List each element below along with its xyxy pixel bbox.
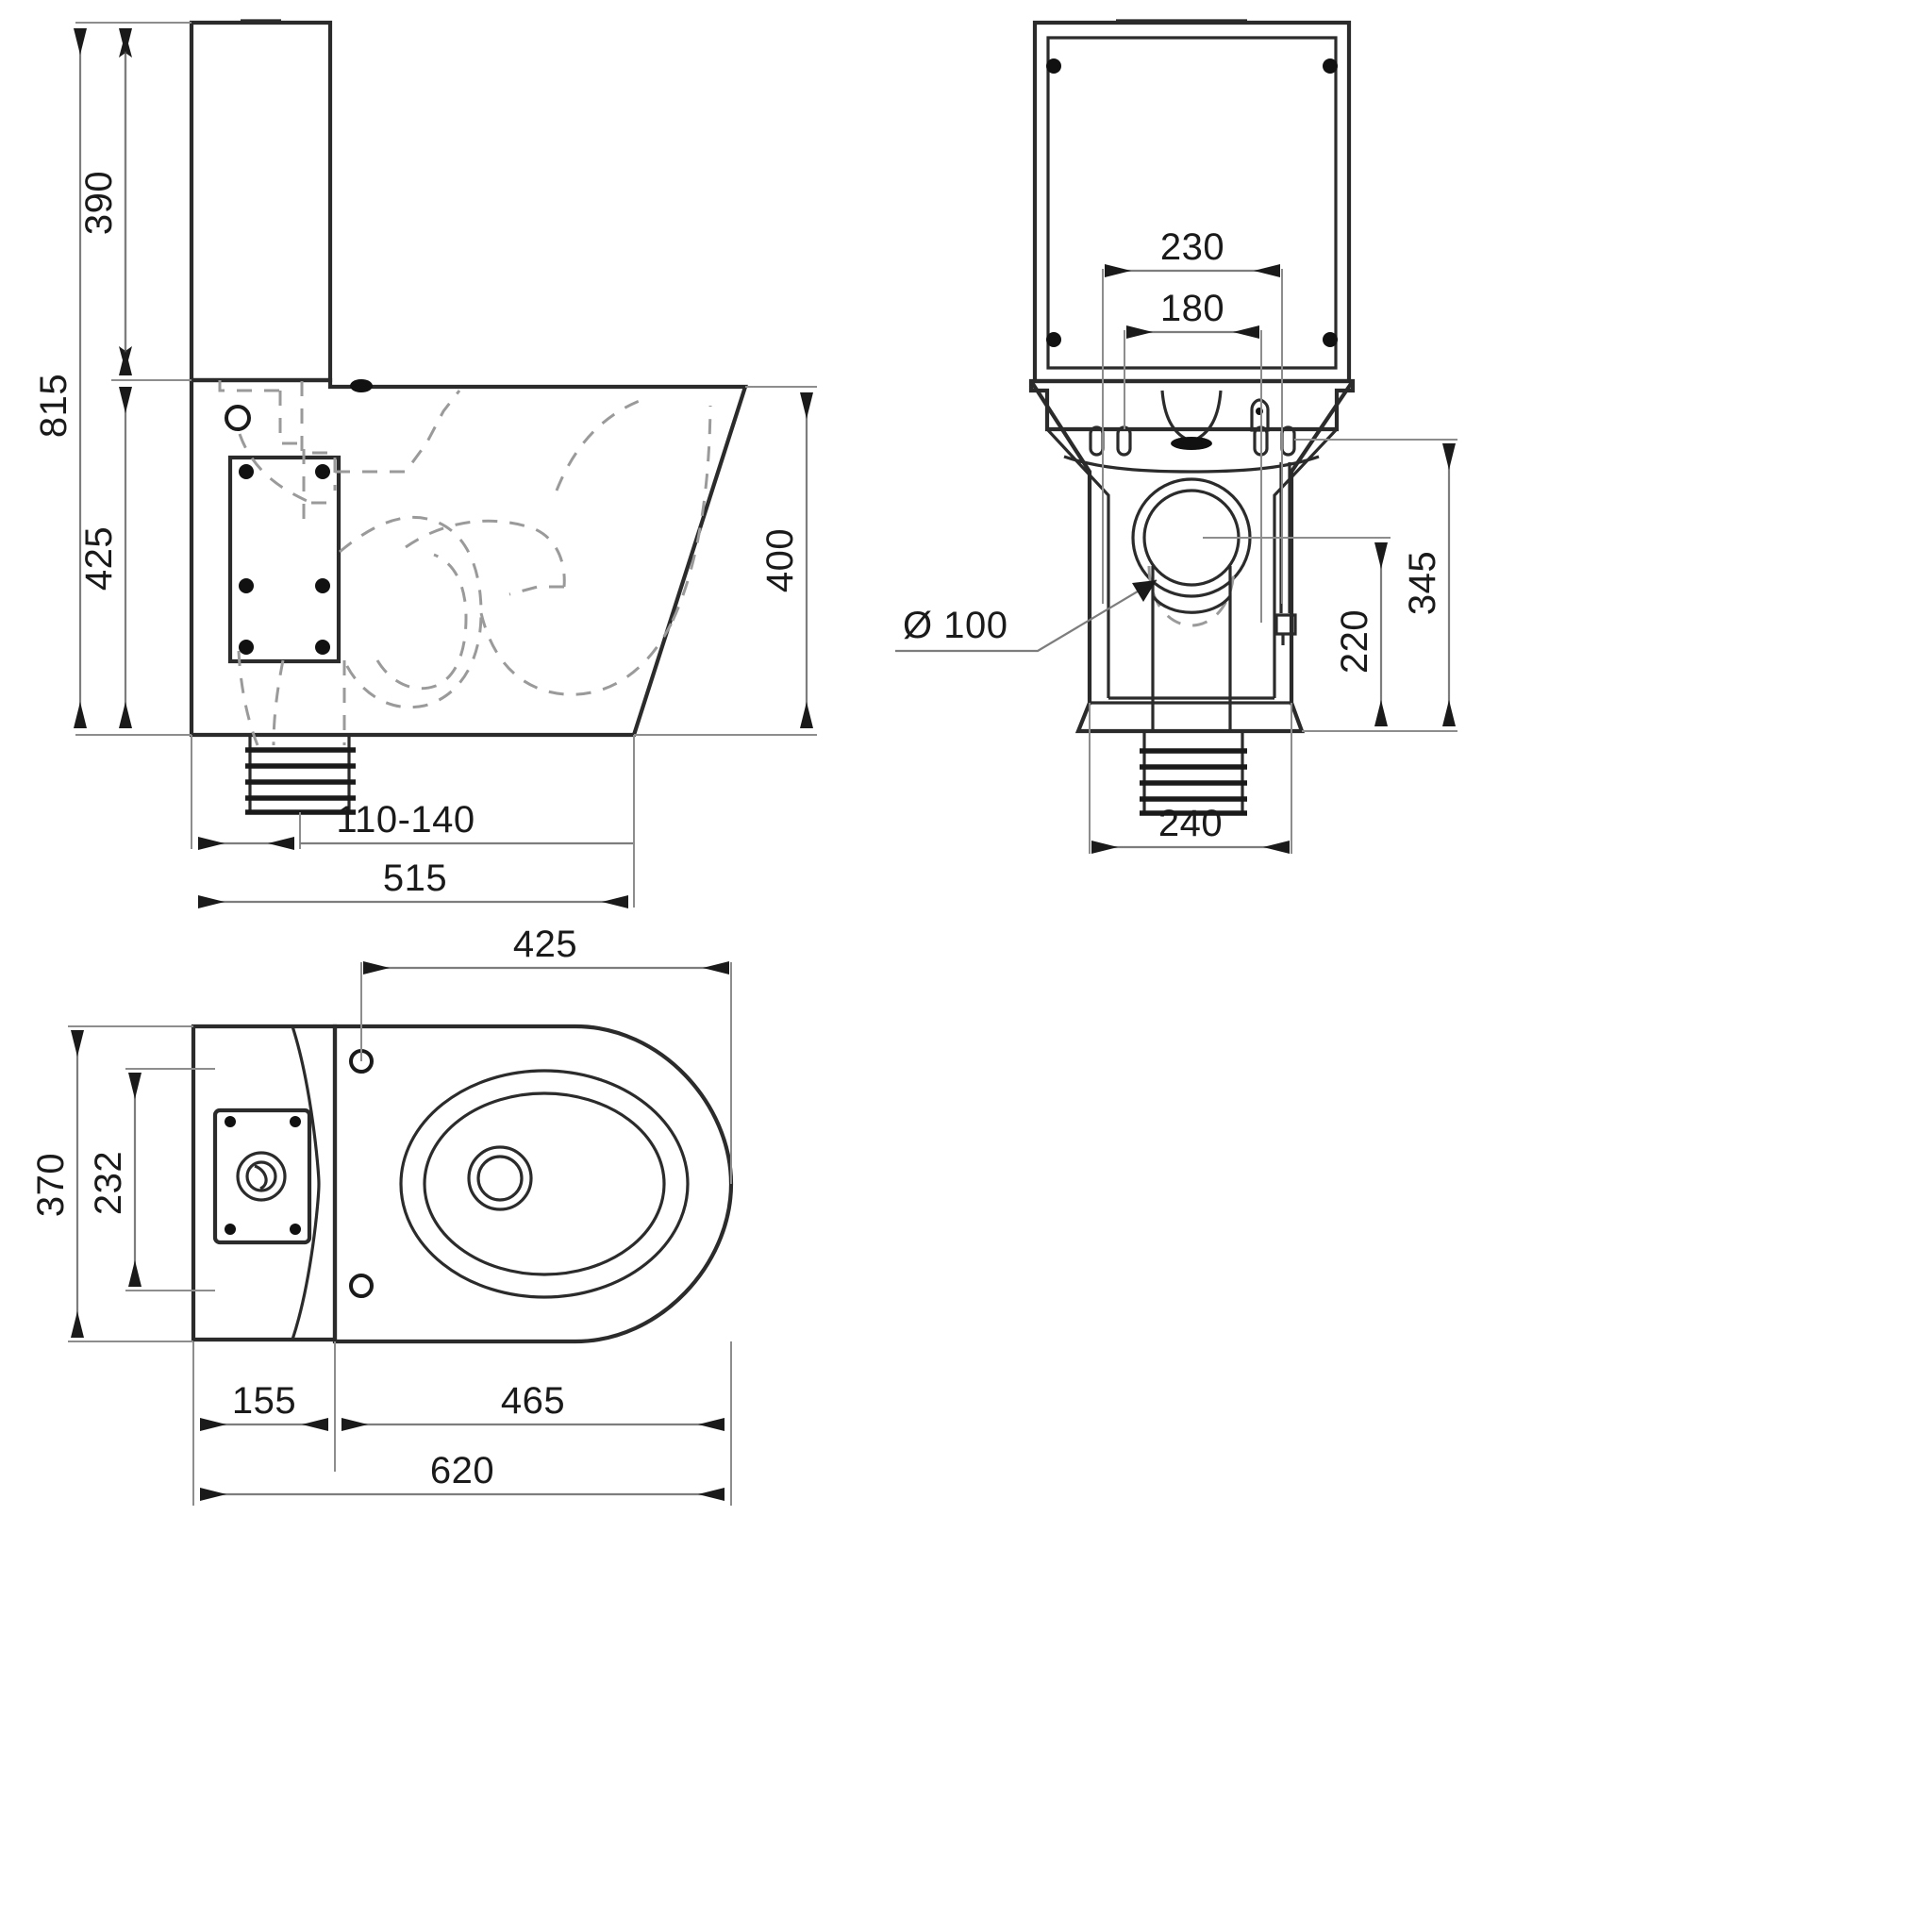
- seat-fixing-hole-icon: [225, 405, 251, 431]
- dimension-label-620: 620: [430, 1450, 494, 1491]
- dimension-label-815: 815: [33, 374, 75, 438]
- dimension-620: 620: [192, 1450, 732, 1506]
- annotation-label-diameter-100: Ø 100: [903, 605, 1008, 646]
- dimension-label-110-140: 110-140: [336, 799, 475, 841]
- plan-pan-outline: [332, 1024, 734, 1344]
- plan-bowl-inner: [423, 1091, 666, 1276]
- plan-outlet-circle: [467, 1145, 533, 1211]
- plan-fixing-hole-bottom: [349, 1274, 374, 1298]
- dimension-390: 390: [75, 22, 192, 381]
- dimension-label-220: 220: [1334, 609, 1375, 674]
- dimension-label-465: 465: [501, 1380, 565, 1422]
- dimension-label-345: 345: [1402, 551, 1443, 615]
- dimension-815: 815: [33, 28, 192, 736]
- dimension-425-side: 425: [78, 387, 132, 728]
- dimension-230: 230: [1102, 226, 1283, 604]
- dimension-465: 465: [341, 1341, 732, 1472]
- dimension-label-180: 180: [1160, 288, 1224, 329]
- annotation-diameter-100: Ø 100: [895, 579, 1158, 653]
- front-elevation-view: 230 180 345: [895, 19, 1457, 854]
- dimension-400: 400: [634, 386, 817, 736]
- dimension-label-240: 240: [1158, 803, 1223, 844]
- dimension-label-515: 515: [383, 858, 447, 899]
- plan-access-hatch: [212, 1108, 312, 1245]
- dimension-345: 345: [1294, 439, 1457, 732]
- front-waste-outlet-bore: [1131, 477, 1252, 731]
- dimension-label-425-plan: 425: [513, 924, 577, 965]
- dimension-220: 220: [1203, 537, 1391, 726]
- dimension-label-425-side: 425: [78, 526, 120, 591]
- side-access-panel: [227, 455, 341, 664]
- dimension-label-390: 390: [78, 171, 120, 235]
- dimension-label-232: 232: [88, 1151, 129, 1215]
- dimension-425-plan: 425: [360, 924, 732, 1184]
- dimension-232: 232: [88, 1068, 215, 1291]
- dimension-155: 155: [192, 1341, 336, 1472]
- plan-top-view: 425 370 232: [30, 924, 734, 1506]
- front-pan-outline: [1028, 378, 1356, 734]
- dimension-label-370: 370: [30, 1153, 72, 1217]
- plan-outlet-inner-circle: [476, 1155, 524, 1202]
- side-elevation-view: 390 815 425: [33, 19, 817, 908]
- dimension-240: 240: [1089, 703, 1292, 854]
- dimension-370: 370: [30, 1025, 193, 1342]
- front-valve-symbol-icon: [1250, 398, 1270, 432]
- side-cistern-outline: [189, 19, 333, 383]
- dimension-110-140: 110-140: [191, 735, 634, 850]
- front-slot-group-left: [1089, 425, 1132, 457]
- side-hidden-internals: [218, 380, 712, 746]
- plan-flush-button-icon: [236, 1151, 287, 1202]
- dimension-515: 515: [198, 735, 635, 908]
- dimension-180: 180: [1124, 288, 1262, 623]
- plan-bowl-rim: [399, 1069, 690, 1299]
- side-pan-outline: [189, 377, 748, 738]
- front-waste-stub: [1140, 731, 1247, 816]
- dimension-label-155: 155: [232, 1380, 296, 1422]
- dimension-label-400: 400: [759, 528, 801, 592]
- dimension-label-230: 230: [1160, 226, 1224, 268]
